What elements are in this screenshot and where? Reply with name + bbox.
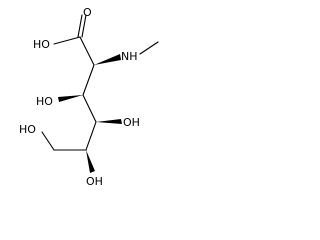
bond-c4-c5 xyxy=(85,121,97,151)
wedge-c5-oh xyxy=(86,150,95,173)
bond-c1-o-double-a xyxy=(81,14,87,38)
c5-hydroxyl-label: OH xyxy=(86,175,103,188)
carbonyl-oxygen-label: O xyxy=(83,6,92,19)
chemical-structure: O HO NH HO OH HO OH xyxy=(19,6,159,188)
c4-hydroxyl-label: OH xyxy=(123,116,140,129)
amine-nh-label: NH xyxy=(121,50,138,63)
bond-c1-c2 xyxy=(79,36,95,66)
wedge-c2-n xyxy=(94,54,121,65)
bond-c6-oh xyxy=(41,131,55,151)
wedge-c3-oh xyxy=(58,95,83,102)
bond-c1-o-double-b xyxy=(77,14,83,38)
bond-c2-c3 xyxy=(82,64,95,96)
acid-hydroxyl-label: HO xyxy=(33,38,50,51)
c6-hydroxyl-label: HO xyxy=(19,123,36,136)
bond-n-ch3 xyxy=(139,41,159,55)
bond-c3-c4 xyxy=(82,94,97,123)
bond-c1-oh xyxy=(53,36,81,45)
c3-hydroxyl-label: HO xyxy=(36,95,53,108)
wedge-c4-oh xyxy=(96,119,122,124)
